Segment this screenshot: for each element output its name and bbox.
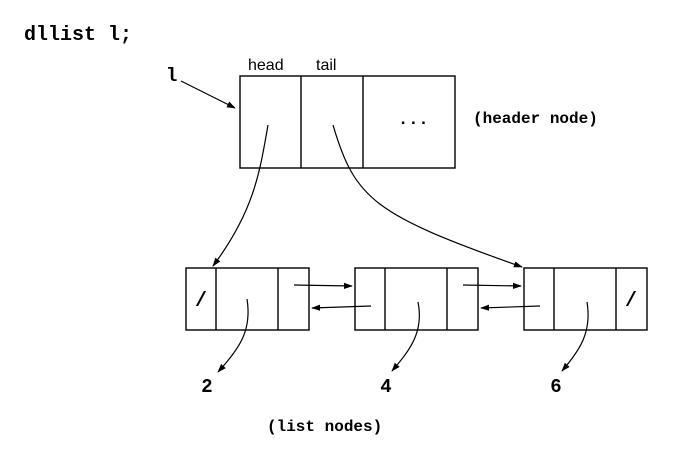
list-node-box <box>354 267 479 331</box>
list-node: / 6 <box>523 267 648 398</box>
header-node-box <box>239 75 456 169</box>
node-value: 2 <box>201 376 212 398</box>
node-next-pointer: / <box>625 290 637 313</box>
next-pointer-arrow <box>462 282 522 290</box>
variable-pointer-arrow <box>180 80 236 109</box>
prev-pointer-arrow <box>311 304 372 311</box>
declaration-text: dllist l; <box>24 24 132 47</box>
next-pointer-arrow <box>293 282 353 290</box>
header-tail-label: tail <box>316 57 336 74</box>
header-node: head tail ... <box>239 57 456 169</box>
node-value: 6 <box>550 376 561 398</box>
node-prev-pointer: / <box>195 290 207 313</box>
list-node-box <box>523 267 648 331</box>
header-node-caption: (header node) <box>473 110 598 128</box>
header-head-label: head <box>248 57 284 74</box>
node-value: 4 <box>380 376 391 398</box>
data-pointer-arrow <box>561 301 589 372</box>
list-nodes-caption: (list nodes) <box>267 418 382 436</box>
list-node: / 2 <box>185 267 310 398</box>
list-node: 4 <box>354 267 479 398</box>
prev-pointer-arrow <box>480 304 541 311</box>
data-pointer-arrow <box>217 298 249 373</box>
header-ellipsis: ... <box>398 111 429 130</box>
list-node-box <box>185 267 310 331</box>
data-pointer-arrow <box>391 301 420 372</box>
tail-pointer-arrow <box>332 124 523 268</box>
list-variable-label: l <box>166 65 177 87</box>
head-pointer-arrow <box>212 124 269 267</box>
